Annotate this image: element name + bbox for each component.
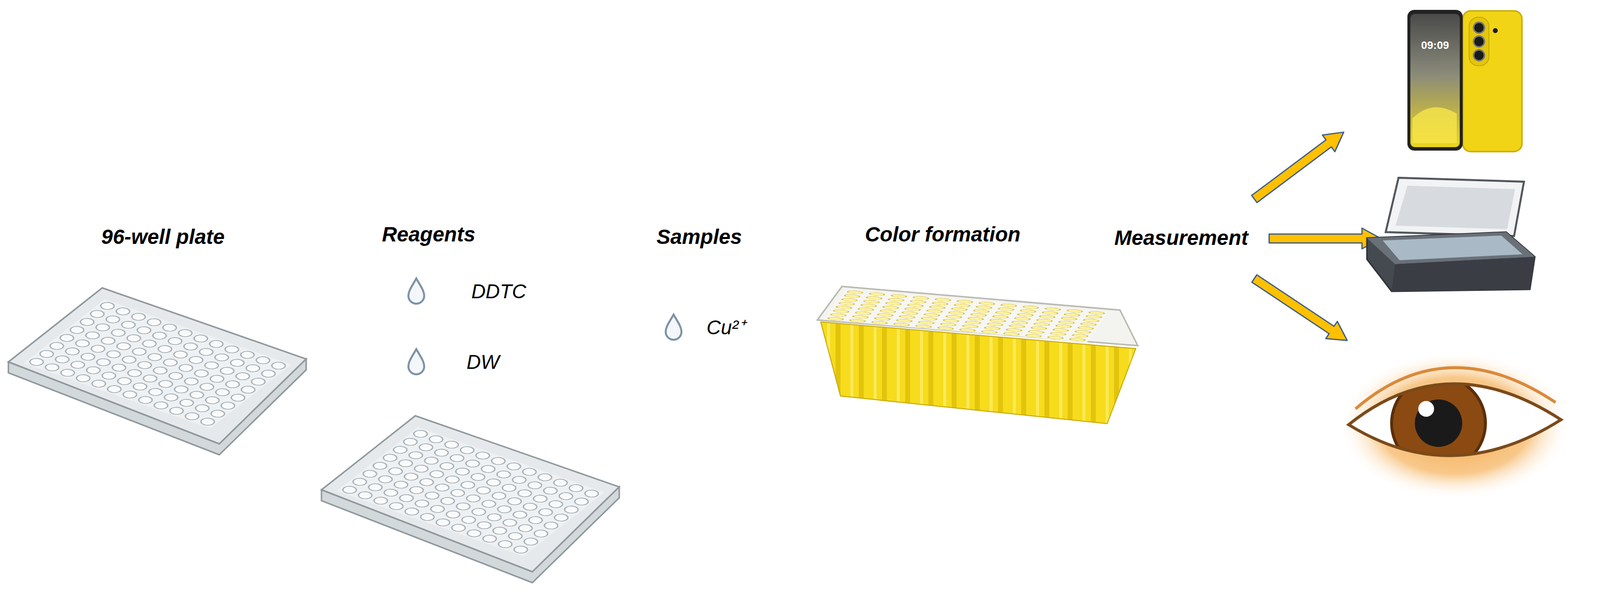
stage-heading: Reagents (381, 222, 476, 247)
well-plate (321, 415, 620, 583)
arrow (1269, 228, 1381, 249)
reagent-drop (408, 349, 425, 375)
sample-name: Cu²⁺ (706, 316, 746, 339)
stage-heading: Color formation (865, 222, 1021, 247)
reagent-drop (408, 278, 425, 304)
well-plate (8, 287, 307, 455)
phone-clock: 09:09 (1421, 39, 1449, 52)
arrow (1248, 270, 1353, 350)
reagent-name: DW (466, 350, 500, 374)
reagent-name: DDTC (471, 280, 526, 303)
scanner (1366, 177, 1535, 292)
stage-heading: Measurement (1114, 226, 1249, 250)
colored-plate (817, 286, 1138, 424)
sample-drop (665, 314, 682, 340)
stage-heading: 96-well plate (101, 225, 225, 249)
stage-heading: Samples (656, 225, 743, 249)
eye (1338, 351, 1571, 500)
smartphone (1407, 9, 1522, 152)
arrow (1247, 123, 1350, 208)
